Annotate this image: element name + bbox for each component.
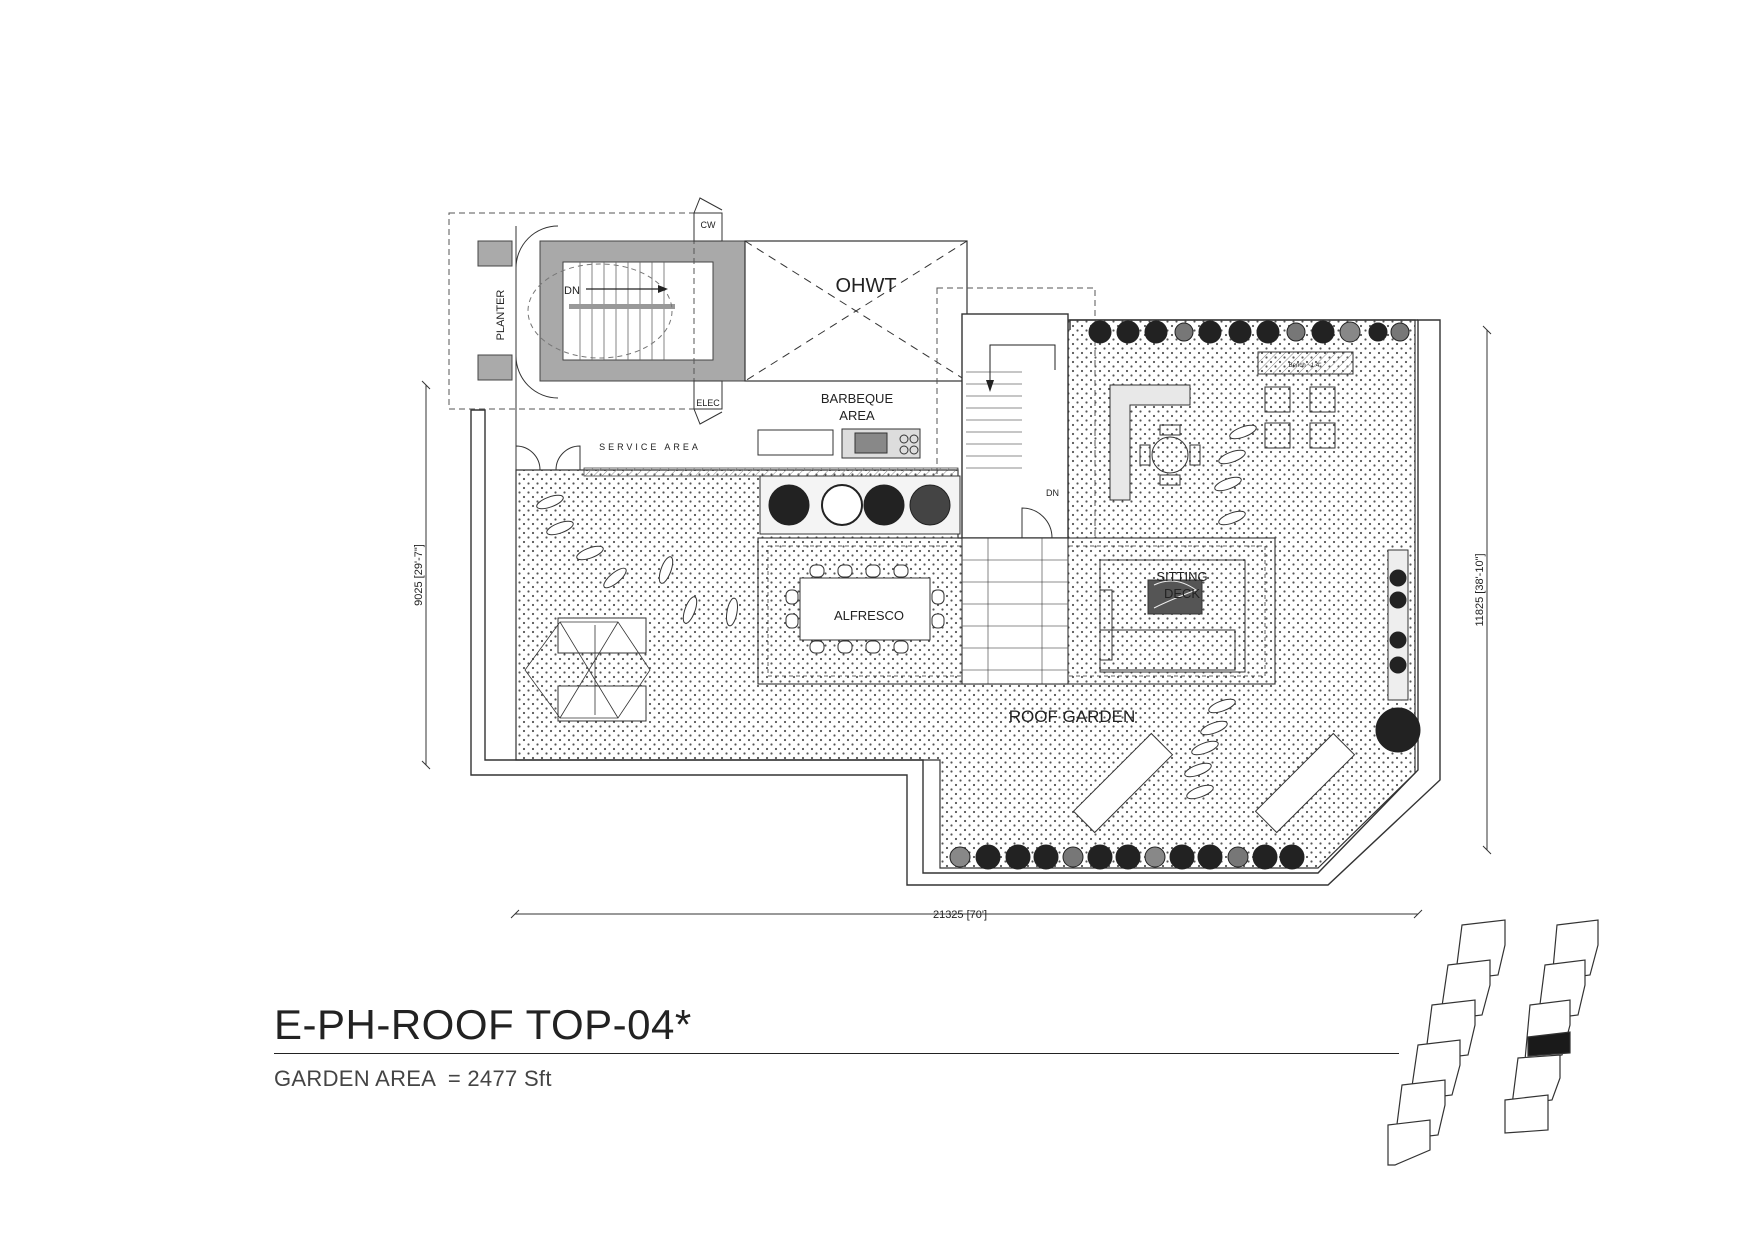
stair-dn-left-label: DN: [564, 285, 580, 297]
ohwt-label: OHWT: [835, 275, 896, 297]
cw-label: CW: [701, 220, 716, 230]
dimension-bottom-label: 21325 [70']: [933, 909, 987, 921]
dimension-right-label: 11825 [38'-10"]: [1474, 553, 1486, 626]
barbeque-label-line2: AREA: [839, 408, 875, 423]
alfresco-label: ALFRESCO: [834, 608, 904, 623]
sitting-deck: [1099, 559, 1246, 673]
stair-core-left: [477, 225, 746, 399]
ohwt-tank: [744, 240, 968, 382]
garden-area-text: GARDEN AREA = 2477 Sft: [274, 1066, 552, 1091]
stair-dn-right-label: DN: [1046, 488, 1059, 498]
dimension-left-label: 9025 [29'-7"]: [413, 544, 425, 606]
planter-label: PLANTER: [495, 290, 507, 341]
bench-label: Bench ~1.4": [1289, 363, 1322, 369]
sitting-label-line1: SITTING: [1156, 569, 1207, 584]
service-shafts: [693, 197, 723, 425]
unit-title: E-PH-ROOF TOP-04*: [274, 1001, 692, 1048]
key-plan: [1387, 919, 1599, 1166]
roof-garden-label: ROOF GARDEN: [1009, 707, 1136, 726]
service-area-label: SERVICE AREA: [599, 442, 701, 452]
landscape-plants: [768, 320, 1421, 870]
railing-strip: [583, 467, 959, 477]
stepping-stones: [536, 424, 1257, 800]
alfresco-table: [785, 564, 945, 654]
key-plan-tower-right: [1504, 919, 1599, 1134]
dining-set: [1109, 351, 1409, 701]
title-block: E-PH-ROOF TOP-04* GARDEN AREA = 2477 Sft: [274, 1001, 1399, 1092]
key-plan-tower-left: [1387, 919, 1506, 1166]
elec-label: ELEC: [696, 398, 720, 408]
sitting-label-line2: DECK: [1164, 586, 1200, 601]
sun-loungers: [524, 617, 1356, 834]
title-underline: [274, 1053, 1399, 1054]
key-plan-highlighted-unit: [1527, 1031, 1571, 1057]
stair-core-right: [936, 287, 1096, 539]
planter-outline: [448, 212, 695, 410]
dimension-lines: [421, 325, 1492, 919]
barbeque-label-line1: BARBEQUE: [821, 391, 894, 406]
pergola-zone: [757, 537, 1276, 685]
